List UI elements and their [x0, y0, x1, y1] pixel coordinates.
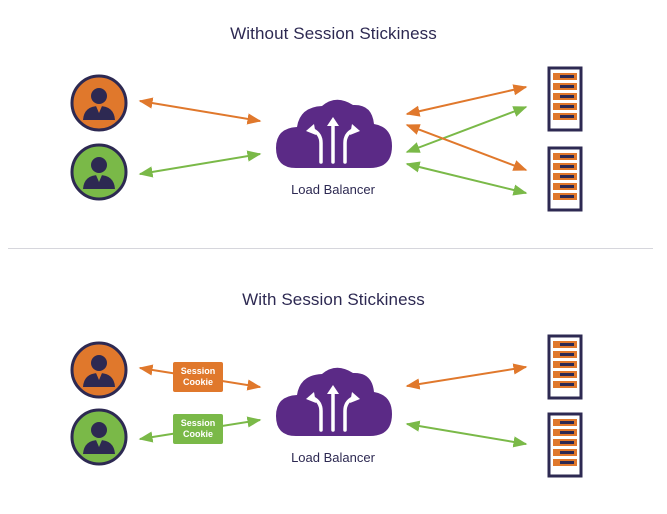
with-stickiness-panel: With Session Stickiness — [0, 252, 667, 514]
server-icon-bottom — [547, 412, 583, 478]
user-icon-orange — [70, 74, 128, 132]
session-cookie-green-badge: Session Cookie — [173, 414, 223, 444]
cookie-line2: Cookie — [182, 377, 213, 387]
arrow-green-lb-server2 — [405, 420, 528, 448]
arrow-green-lb-server1 — [405, 106, 528, 153]
section-divider — [8, 248, 653, 249]
without-stickiness-diagram — [70, 66, 583, 212]
server-icon-top — [547, 66, 583, 132]
arrow-orange-lb-server1 — [405, 363, 528, 390]
user-icon-green — [70, 143, 128, 201]
user-icon-green — [70, 408, 128, 466]
without-stickiness-panel: Without Session Stickiness — [0, 0, 667, 246]
load-balancer-label: Load Balancer — [291, 450, 375, 465]
panel-title: Without Session Stickiness — [230, 24, 437, 43]
arrow-orange-lb-server1 — [405, 84, 528, 117]
arrow-orange-user-lb — [138, 97, 262, 125]
load-balancer-cloud-icon — [276, 99, 392, 168]
server-icon-top — [547, 334, 583, 400]
cookie-line2: Cookie — [182, 429, 213, 439]
server-icon-bottom — [547, 146, 583, 212]
cookie-line1: Session — [180, 418, 216, 428]
session-cookie-orange-badge: Session Cookie — [173, 362, 223, 392]
arrow-green-lb-server2 — [405, 161, 528, 196]
arrow-green-user-lb — [138, 150, 262, 178]
load-balancer-cloud-icon — [276, 367, 392, 436]
with-stickiness-diagram — [70, 334, 583, 478]
panel-title: With Session Stickiness — [242, 290, 425, 309]
arrow-orange-lb-server2 — [405, 124, 528, 171]
cookie-line1: Session — [180, 366, 216, 376]
user-icon-orange — [70, 341, 128, 399]
load-balancer-label: Load Balancer — [291, 182, 375, 197]
